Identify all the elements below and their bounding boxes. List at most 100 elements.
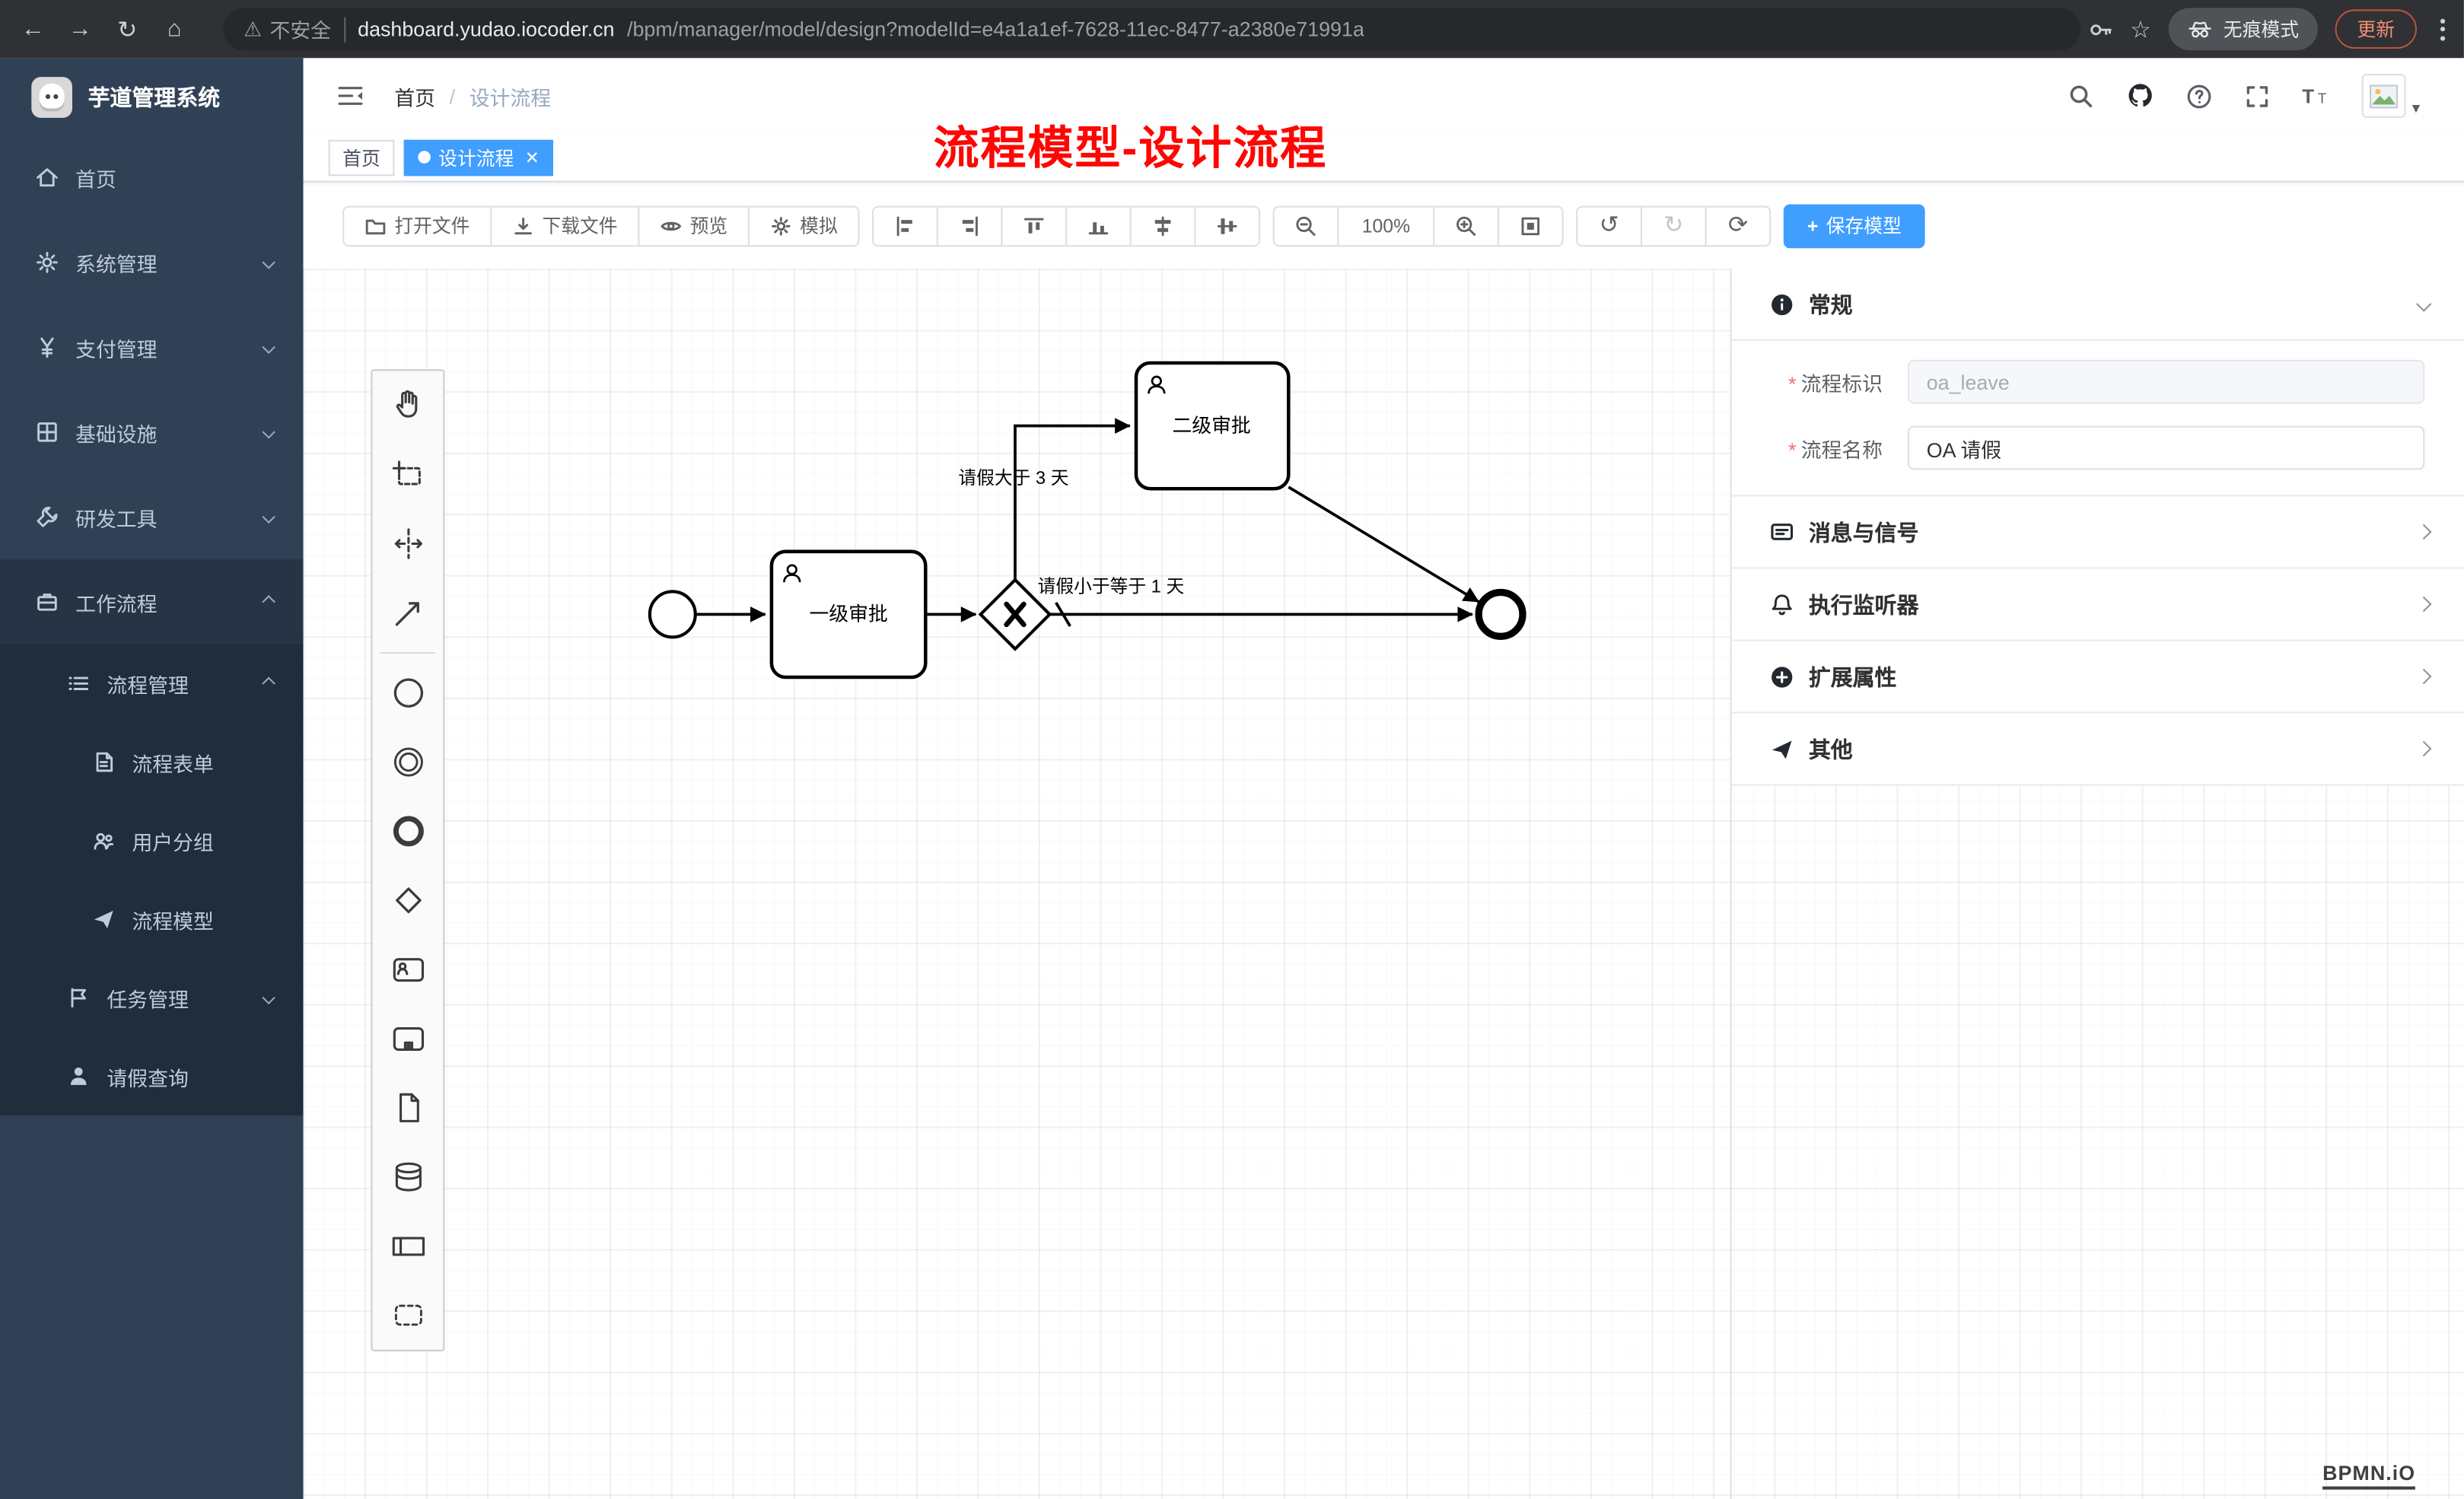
panel-section-general[interactable]: 常规 xyxy=(1731,269,2464,342)
bpmn-diagram[interactable]: 请假大于 3 天 请假小于等于 1 天 一级审批 xyxy=(304,269,1729,1499)
browser-menu-icon[interactable] xyxy=(2434,18,2452,40)
create-data-store[interactable] xyxy=(372,1142,443,1211)
bpmn-start-event[interactable] xyxy=(648,590,697,639)
incognito-icon xyxy=(2189,21,2211,37)
align-bottom-icon xyxy=(1088,221,1109,234)
hand-tool[interactable] xyxy=(372,371,443,440)
global-connect-tool[interactable] xyxy=(372,578,443,648)
update-button[interactable]: 更新 xyxy=(2335,9,2417,49)
bpmn-task-level1[interactable] xyxy=(769,549,928,679)
create-user-task[interactable] xyxy=(372,935,443,1004)
send-icon xyxy=(1772,740,1792,759)
default-flow-marker xyxy=(1055,601,1071,627)
forward-icon[interactable]: → xyxy=(68,15,92,43)
lasso-tool[interactable] xyxy=(372,440,443,509)
bpmn-task-level2[interactable] xyxy=(1134,361,1291,491)
align-top-button[interactable] xyxy=(1001,205,1068,247)
create-intermediate-event[interactable] xyxy=(372,727,443,797)
zoom-level[interactable]: 100% xyxy=(1337,205,1435,247)
tag-home[interactable]: 首页 xyxy=(328,138,395,176)
sidebar-item-infra[interactable]: 基础设施 xyxy=(0,390,304,475)
panel-section-execution-listener[interactable]: 执行监听器 xyxy=(1731,568,2464,641)
github-icon[interactable] xyxy=(2126,81,2154,110)
align-left-button[interactable] xyxy=(872,205,938,247)
save-model-button[interactable]: + 保存模型 xyxy=(1783,203,1925,248)
condition-label-le: 请假小于等于 1 天 xyxy=(1038,577,1185,597)
create-end-event[interactable] xyxy=(372,797,443,866)
align-vcenter-button[interactable] xyxy=(1194,205,1261,247)
security-badge[interactable]: ⚠ 不安全 xyxy=(244,14,331,44)
bpmn-palette xyxy=(371,369,445,1351)
sidebar-item-devtools[interactable]: 研发工具 xyxy=(0,475,304,560)
sidebar-item-process-form[interactable]: 流程表单 xyxy=(0,723,304,801)
tag-design-process[interactable]: 设计流程 ✕ xyxy=(403,138,554,176)
chevron-down-icon xyxy=(262,425,275,439)
process-name-input[interactable] xyxy=(1907,425,2425,470)
help-icon[interactable] xyxy=(2185,82,2212,109)
flag-icon xyxy=(71,988,86,1008)
lasso-icon xyxy=(391,460,420,485)
warning-icon: ⚠ xyxy=(244,16,263,40)
bookmark-star-icon[interactable]: ☆ xyxy=(2130,16,2151,43)
sidebar-item-user-group[interactable]: 用户分组 xyxy=(0,801,304,880)
incognito-badge: 无痕模式 xyxy=(2168,8,2318,51)
space-tool[interactable] xyxy=(372,509,443,578)
flow-gateway-to-task2[interactable] xyxy=(1014,418,1131,580)
user-task-icon xyxy=(392,958,424,982)
end-event-icon xyxy=(392,816,423,847)
panel-section-extended-attrs[interactable]: 扩展属性 xyxy=(1731,641,2464,714)
collapse-sidebar-icon[interactable] xyxy=(329,83,373,108)
folder-icon xyxy=(365,218,386,234)
create-data-object[interactable] xyxy=(372,1073,443,1142)
create-group[interactable] xyxy=(372,1281,443,1350)
download-file-button[interactable]: 下载文件 xyxy=(490,205,640,247)
plus-icon: + xyxy=(1807,214,1819,237)
address-bar[interactable]: ⚠ 不安全 dashboard.yudao.iocoder.cn/bpm/man… xyxy=(223,8,2081,51)
incognito-label: 无痕模式 xyxy=(2223,18,2300,41)
sidebar-item-leave-query[interactable]: 请假查询 xyxy=(0,1037,304,1115)
align-bottom-button[interactable] xyxy=(1065,205,1132,247)
create-start-event[interactable] xyxy=(372,658,443,727)
key-icon[interactable] xyxy=(2087,17,2112,42)
sidebar-item-payment[interactable]: 支付管理 xyxy=(0,305,304,390)
create-gateway[interactable] xyxy=(372,866,443,935)
sidebar-item-home[interactable]: 首页 xyxy=(0,135,304,221)
info-icon xyxy=(1772,293,1793,315)
reload-icon[interactable]: ↻ xyxy=(117,16,138,43)
panel-section-other[interactable]: 其他 xyxy=(1731,713,2464,786)
sidebar-item-system[interactable]: 系统管理 xyxy=(0,220,304,305)
search-icon[interactable] xyxy=(2068,82,2094,109)
align-hcenter-button[interactable] xyxy=(1129,205,1196,247)
user-avatar[interactable]: ▾ xyxy=(2361,74,2420,118)
sidebar-item-task-mgmt[interactable]: 任务管理 xyxy=(0,959,304,1037)
breadcrumb-home[interactable]: 首页 xyxy=(394,85,436,110)
zoom-in-button[interactable] xyxy=(1433,205,1500,247)
fullscreen-icon[interactable] xyxy=(2244,82,2271,109)
simulate-button[interactable]: 模拟 xyxy=(748,205,860,247)
fit-viewport-button[interactable] xyxy=(1498,205,1564,247)
zoom-out-button[interactable] xyxy=(1272,205,1339,247)
undo-button[interactable]: ↺ xyxy=(1576,205,1643,247)
create-subprocess[interactable] xyxy=(372,1004,443,1074)
bpmn-end-event[interactable] xyxy=(1475,588,1526,640)
bpmn-canvas[interactable]: 请假大于 3 天 请假小于等于 1 天 一级审批 xyxy=(303,269,2464,1499)
align-right-button[interactable] xyxy=(936,205,1003,247)
sidebar-item-workflow[interactable]: 工作流程 xyxy=(0,559,304,644)
redo-button[interactable]: ↻ xyxy=(1640,205,1707,247)
sidebar-item-process-mgmt[interactable]: 流程管理 xyxy=(0,644,304,723)
sidebar-item-process-model[interactable]: 流程模型 xyxy=(0,880,304,958)
preview-button[interactable]: 预览 xyxy=(638,205,750,247)
restart-button[interactable]: ⟳ xyxy=(1705,205,1772,247)
gateway-x-marker xyxy=(1004,601,1027,628)
panel-section-message-signal[interactable]: 消息与信号 xyxy=(1731,496,2464,569)
create-participant[interactable] xyxy=(372,1211,443,1281)
bpmn-io-watermark[interactable]: BPMN.iO xyxy=(2322,1461,2416,1490)
close-tab-icon[interactable]: ✕ xyxy=(524,148,540,167)
home-icon[interactable]: ⌂ xyxy=(167,15,182,43)
properties-panel: 常规 *流程标识 *流程名称 消息与信号 xyxy=(1730,269,2464,1499)
flow-task2-to-end[interactable] xyxy=(1288,485,1480,603)
breadcrumb-current: 设计流程 xyxy=(469,85,552,110)
open-file-button[interactable]: 打开文件 xyxy=(342,205,492,247)
back-icon[interactable]: ← xyxy=(21,15,45,43)
